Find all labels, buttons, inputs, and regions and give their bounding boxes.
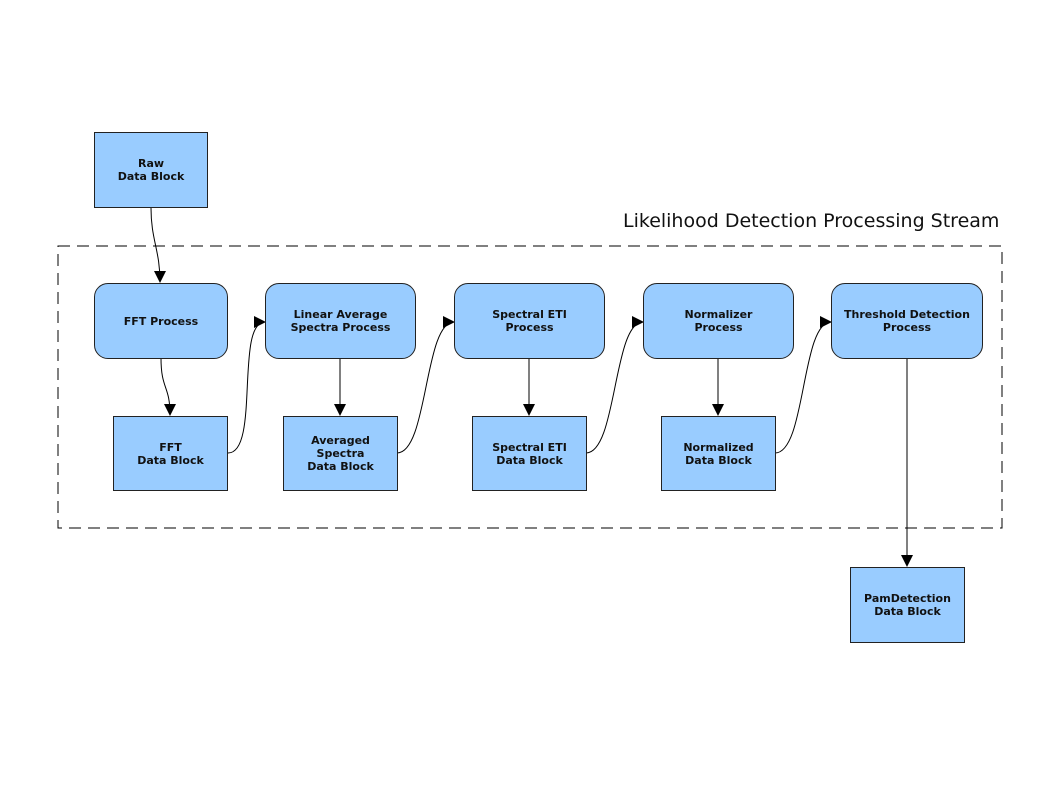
group-label: Likelihood Detection Processing Stream [623,210,1000,232]
processing-stream-boundary [57,245,1003,529]
spectral-eti-data-block: Spectral ETI Data Block [472,416,587,491]
normalized-data-block: Normalized Data Block [661,416,776,491]
raw-data-block: Raw Data Block [94,132,208,208]
edge-averaged-block-to-spectral-eti [396,316,455,454]
spectral-eti-process: Spectral ETI Process [454,283,605,359]
linear-average-spectra-process: Linear Average Spectra Process [265,283,416,359]
normalizer-process: Normalizer Process [643,283,794,359]
pamdetection-data-block: PamDetection Data Block [850,567,965,643]
edge-fft-block-to-linear-average [227,316,266,454]
edge-normalized-block-to-threshold [774,316,832,454]
edge-fft-process-to-fft-block [160,357,176,416]
fft-process: FFT Process [94,283,228,359]
edge-eti-block-to-normalizer [585,316,644,454]
fft-data-block: FFT Data Block [113,416,228,491]
edge-raw-to-fft-process [150,207,166,283]
averaged-spectra-data-block: Averaged Spectra Data Block [283,416,398,491]
threshold-detection-process: Threshold Detection Process [831,283,983,359]
